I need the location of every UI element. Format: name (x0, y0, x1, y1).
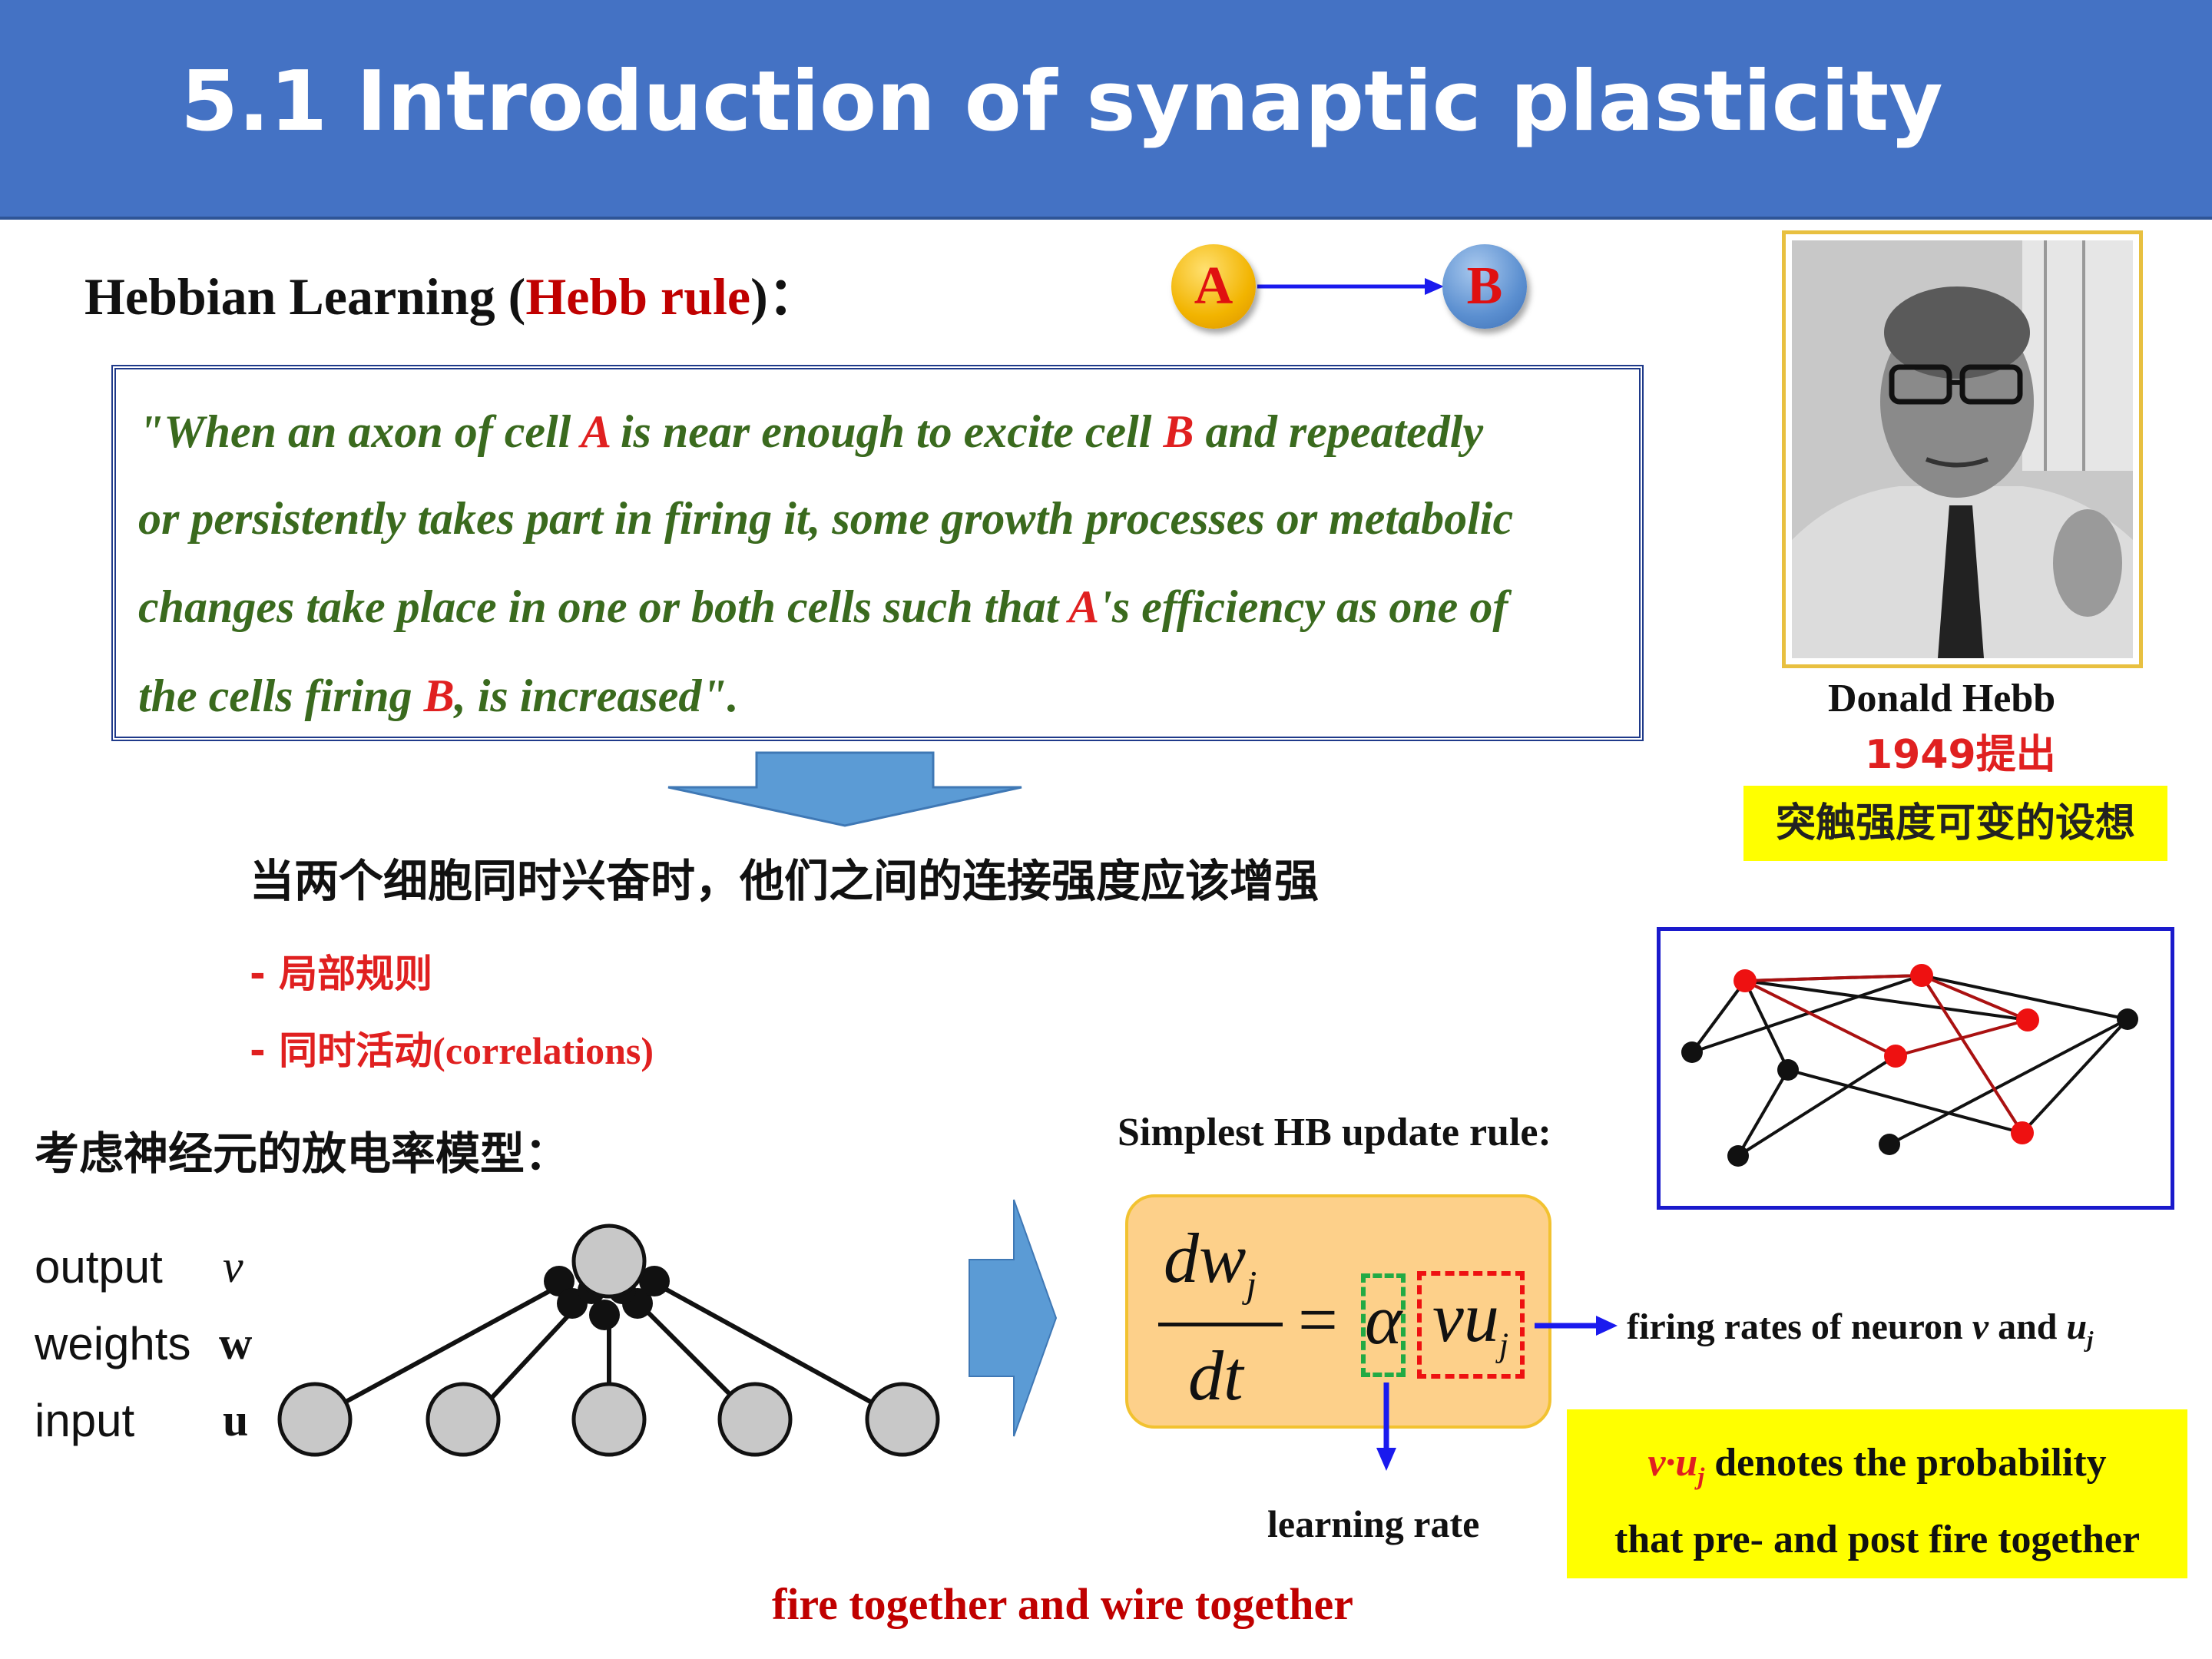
probability-note-line-2: that pre- and post fire together (1614, 1518, 2141, 1561)
firing-rates-label: firing rates of neuron v and uj (1627, 1306, 2094, 1353)
slide-title: 5.1 Introduction of synaptic plasticity (180, 54, 1943, 150)
portrait-caption-name: Donald Hebb (1828, 677, 2056, 720)
portrait-caption-year: 1949提出 (1865, 732, 2056, 778)
eq-equals: = (1298, 1280, 1338, 1359)
model-heading: 考虑神经元的放电率模型： (35, 1128, 570, 1180)
hb-rule-label: Simplest HB update rule: (1118, 1111, 1551, 1154)
eq-alpha: α (1365, 1280, 1402, 1359)
portrait-note-highlight: 突触强度可变的设想 (1743, 786, 2167, 861)
summary-bullet-correlations: - 同时活动(correlations) (250, 1028, 654, 1073)
quote-box (111, 365, 1644, 741)
cell-a-node: A (1171, 244, 1256, 329)
rates-highlight-box (1417, 1271, 1525, 1379)
hebbian-heading: Hebbian Learning (Hebb rule)： (84, 253, 820, 329)
alpha-highlight-box (1361, 1273, 1406, 1377)
quote-line-3: changes take place in one or both cells … (138, 581, 1508, 632)
hebbian-prefix: Hebbian Learning ( (84, 267, 526, 326)
summary-bullet-local: - 局部规则 (250, 952, 433, 996)
eq-rhs: vuj (1432, 1278, 1509, 1364)
hebbian-suffix: )： (750, 267, 820, 326)
hebb-rule-term: Hebb rule (525, 267, 751, 326)
quote-line-1: "When an axon of cell A is near enough t… (138, 406, 1484, 457)
cell-b-node: B (1442, 244, 1527, 329)
learning-rate-label: learning rate (1267, 1502, 1480, 1545)
eq-denominator: dt (1188, 1336, 1243, 1415)
probability-note-line-1: v·uj denotes the probability (1647, 1441, 2107, 1490)
right-arrow-icon (969, 1199, 1058, 1437)
eq-fraction-bar (1158, 1323, 1283, 1326)
portrait-frame (1782, 230, 2143, 668)
equation-box (1125, 1194, 1551, 1429)
quote-line-4: the cells firing B, is increased". (138, 671, 739, 721)
tagline: fire together and wire together (772, 1579, 1354, 1629)
probability-note-box (1567, 1409, 2187, 1578)
network-diagram-frame (1657, 927, 2174, 1210)
summary-main: 当两个细胞同时兴奋时，他们之间的连接强度应该增强 (250, 855, 1320, 907)
eq-numerator: dwj (1164, 1219, 1257, 1306)
title-bar (0, 0, 2212, 220)
donald-hebb-photo (1792, 240, 2133, 658)
quote-line-2: or persistently takes part in firing it,… (138, 493, 1514, 544)
